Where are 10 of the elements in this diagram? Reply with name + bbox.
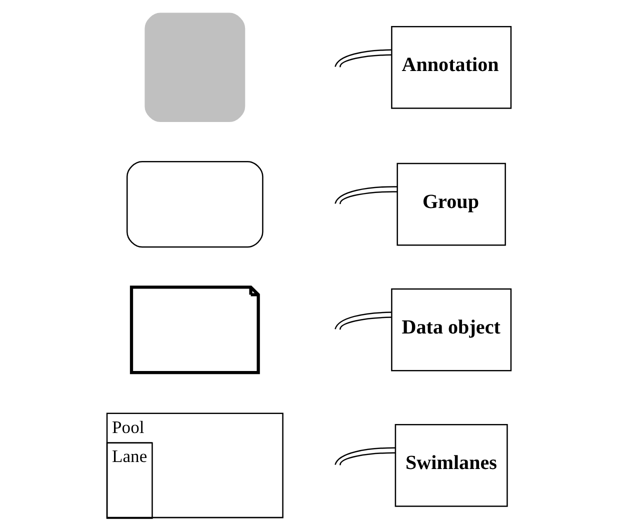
connector [334,312,392,330]
node-box: Data object [391,288,512,372]
connector [334,186,398,204]
node-box: Swimlanes [394,424,508,507]
node-box: Group [396,162,506,246]
node-box [144,12,246,122]
node-box [126,160,264,248]
connector [334,49,392,67]
connector [334,447,396,466]
node-box: Annotation [391,26,512,109]
